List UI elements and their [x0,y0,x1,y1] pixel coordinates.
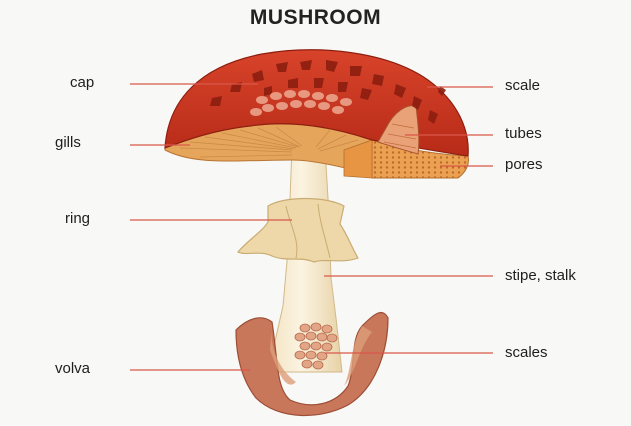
label-volva: volva [55,360,90,377]
label-scale: scale [505,77,540,94]
label-pores: pores [505,156,543,173]
label-gills: gills [55,134,81,151]
label-tubes: tubes [505,125,542,142]
label-stipe: stipe, stalk [505,267,576,284]
label-ring: ring [65,210,90,227]
label-scales: scales [505,344,548,361]
label-cap: cap [70,74,94,91]
ring [238,199,358,263]
